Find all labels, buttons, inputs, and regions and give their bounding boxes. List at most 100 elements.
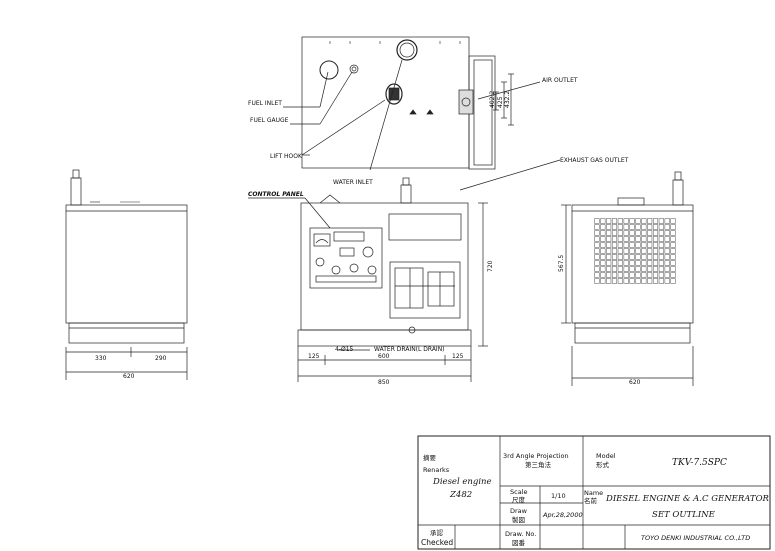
grille-cell <box>611 278 618 284</box>
grille-cell <box>658 230 664 236</box>
grille-cell <box>617 272 623 278</box>
grille-cell <box>629 272 635 278</box>
grille-cell <box>635 254 641 260</box>
grille-cell <box>670 254 676 260</box>
grille-cell <box>606 248 612 254</box>
grille-cell <box>629 260 635 266</box>
grille-cell <box>611 260 618 266</box>
tb-name-value-2: SET OUTLINE <box>652 510 716 520</box>
dim-left-b: 290 <box>155 355 167 362</box>
tb-projection-en: 3rd Angle Projection <box>503 452 569 460</box>
grille-cell <box>629 248 635 254</box>
tb-remarks-jp: 摘要 <box>423 453 437 462</box>
grille-cell <box>652 254 659 260</box>
grille-cell <box>658 242 664 248</box>
dim-top-1: 402.2 <box>489 91 496 108</box>
tb-model-jp: 形式 <box>596 460 610 469</box>
grille-cell <box>617 266 623 272</box>
grille-cell <box>658 272 664 278</box>
grille-cell <box>664 224 670 230</box>
grille-cell <box>623 278 629 284</box>
tb-checked-en: Checked <box>421 538 453 547</box>
grille-cell <box>670 260 676 266</box>
grille-cell <box>664 278 670 284</box>
grille-cell <box>606 254 612 260</box>
label-fuel-gauge: FUEL GAUGE <box>250 117 289 124</box>
grille-cell <box>670 236 676 242</box>
tb-checked-jp: 承認 <box>430 528 444 537</box>
grille-cell <box>652 218 659 224</box>
grille-cell <box>594 266 600 272</box>
grille-cell <box>635 260 641 266</box>
grille-cell <box>647 236 653 242</box>
grille-cell <box>617 278 623 284</box>
grille-cell <box>617 230 623 236</box>
grille-cell <box>594 242 600 248</box>
dim-front-total: 850 <box>378 379 390 386</box>
grille-cell <box>652 224 659 230</box>
grille-cell <box>647 260 653 266</box>
grille-cell <box>594 254 600 260</box>
grille-cell <box>635 266 641 272</box>
grille-cell <box>652 236 659 242</box>
grille-cell <box>641 266 647 272</box>
grille-cell <box>600 260 606 266</box>
grille-cell <box>658 248 664 254</box>
grille-cell <box>670 266 676 272</box>
grille-cell <box>611 272 618 278</box>
tb-company: TOYO DENKI INDUSTRIAL CO.,LTD <box>641 534 750 542</box>
dim-front-left: 125 <box>308 353 320 360</box>
grille-cell <box>647 224 653 230</box>
grille-cell <box>647 254 653 260</box>
grille-cell <box>600 218 606 224</box>
grille-cell <box>623 266 629 272</box>
grille-cell <box>664 260 670 266</box>
dim-left-total: 620 <box>123 373 135 380</box>
grille-cell <box>647 242 653 248</box>
grille-cell <box>635 236 641 242</box>
grille-cell <box>606 278 612 284</box>
grille-cell <box>664 266 670 272</box>
grille-cell <box>652 272 659 278</box>
grille-cell <box>617 242 623 248</box>
grille-cell <box>647 218 653 224</box>
grille-cell <box>664 242 670 248</box>
tb-drawno-jp: 図番 <box>512 539 526 547</box>
tb-remarks-en: Renarks <box>423 466 450 474</box>
grille-cell <box>623 272 629 278</box>
grille-cell <box>647 272 653 278</box>
grille-cell <box>623 230 629 236</box>
tb-scale-value: 1/10 <box>551 492 566 500</box>
grille-cell <box>606 224 612 230</box>
grille-cell <box>647 278 653 284</box>
label-water-drain: WATER DRAIN(L DRAIN) <box>374 346 445 353</box>
grille-cell <box>670 272 676 278</box>
grille-cell <box>652 260 659 266</box>
tb-name-en: Name <box>584 489 603 497</box>
grille-cell <box>664 236 670 242</box>
grille-cell <box>606 218 612 224</box>
grille-cell <box>600 278 606 284</box>
grille-cell <box>623 248 629 254</box>
top-view <box>283 36 561 191</box>
grille-cell <box>670 224 676 230</box>
grille-cell <box>635 230 641 236</box>
grille-cell <box>594 224 600 230</box>
grille-cell <box>594 230 600 236</box>
grille-cell <box>652 242 659 248</box>
grille-cell <box>670 248 676 254</box>
dim-right-height: 567.5 <box>558 255 565 272</box>
grille-cell <box>635 242 641 248</box>
grille-cell <box>623 254 629 260</box>
grille-cell <box>617 236 623 242</box>
grille-cell <box>641 224 647 230</box>
tb-name-value-1: DIESEL ENGINE & A.C GENERATOR <box>605 494 770 504</box>
grille-cell <box>641 278 647 284</box>
grille-cell <box>617 224 623 230</box>
tb-projection-jp: 第三角法 <box>525 460 552 469</box>
grille-cell <box>658 266 664 272</box>
grille-cell <box>629 278 635 284</box>
grille-cell <box>652 230 659 236</box>
grille-cell <box>611 218 618 224</box>
radiator-grille <box>594 218 676 284</box>
